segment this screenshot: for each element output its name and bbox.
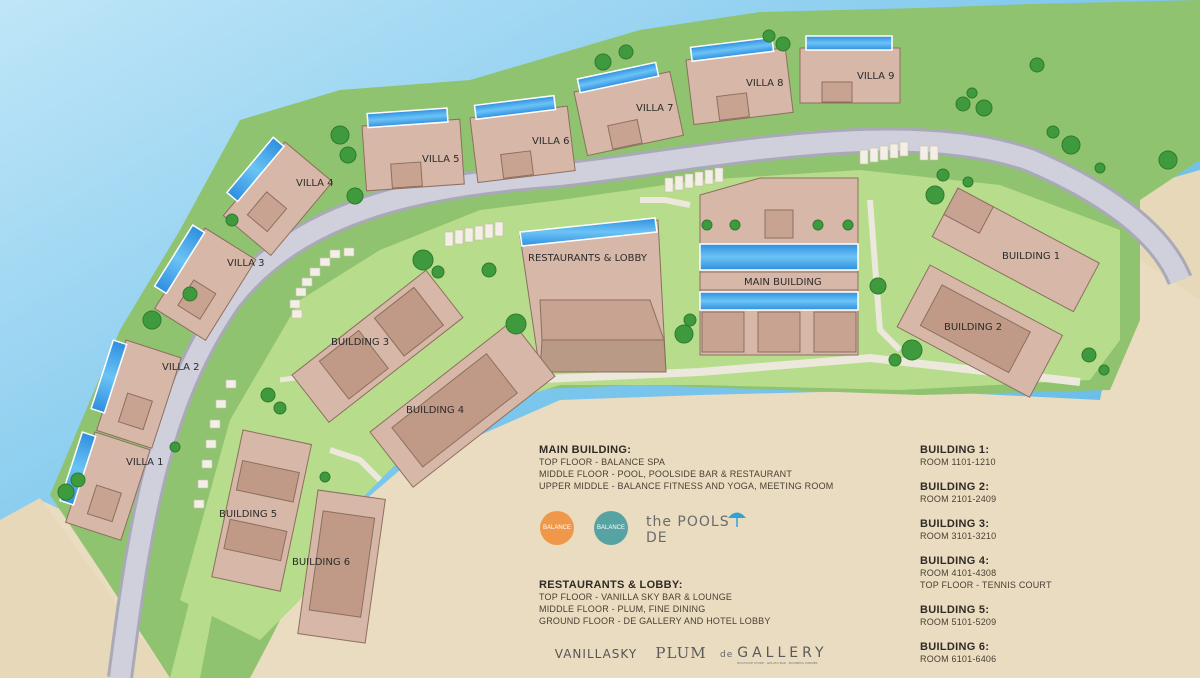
main-building-info: MAIN BUILDING: TOP FLOOR - BALANCE SPA M… [539, 444, 859, 492]
balance-fitness-logo: BALANCE [594, 511, 628, 545]
plum-logo-text: PLUM [655, 644, 707, 662]
building-4-info-title: BUILDING 4: [920, 555, 990, 567]
building-5-info: BUILDING 5: ROOM 5101-5209 [920, 604, 1120, 628]
building-1-info-rooms: ROOM 1101-1210 [920, 457, 996, 467]
villa-2-label: VILLA 2 [162, 362, 200, 373]
building-4-info: BUILDING 4: ROOM 4101-4308 TOP FLOOR - T… [920, 555, 1120, 591]
building-2[interactable] [896, 264, 1064, 398]
building-6-info-rooms: ROOM 6101-6406 [920, 654, 997, 664]
building-5-label: BUILDING 5 [219, 509, 277, 520]
villa-1-label: VILLA 1 [126, 457, 164, 468]
restaurants-lobby-label: RESTAURANTS & LOBBY [528, 253, 648, 264]
main-building-info-title: MAIN BUILDING: [539, 444, 632, 456]
building-2-info-title: BUILDING 2: [920, 481, 990, 493]
building-4-info-extra: TOP FLOOR - TENNIS COURT [920, 580, 1052, 590]
building-6-label: BUILDING 6 [292, 557, 350, 568]
villa-6-label: VILLA 6 [532, 136, 570, 147]
building-3-label: BUILDING 3 [331, 337, 389, 348]
building-3-info: BUILDING 3: ROOM 3101-3210 [920, 518, 1120, 542]
villa-9-label: VILLA 9 [857, 71, 895, 82]
poolside-logo: the POOLS DE [646, 514, 756, 546]
main-building-info-line: MIDDLE FLOOR - POOL, POOLSIDE BAR & REST… [539, 469, 793, 479]
villa-3-label: VILLA 3 [227, 258, 265, 269]
villa-7-label: VILLA 7 [636, 103, 674, 114]
building-3[interactable] [291, 269, 464, 423]
walkway [867, 199, 903, 353]
building-6[interactable] [297, 489, 386, 644]
main-building-info-line: TOP FLOOR - BALANCE SPA [539, 457, 666, 467]
de-gallery-logo-text: GALLERY [737, 645, 828, 661]
villa-6[interactable] [469, 94, 576, 184]
building-3-info-title: BUILDING 3: [920, 518, 990, 530]
building-2-info: BUILDING 2: ROOM 2101-2409 [920, 481, 1120, 505]
vanilla-sky-logo-text: VANILLASKY [554, 647, 638, 661]
building-6-info-title: BUILDING 6: [920, 641, 990, 653]
villa-4[interactable] [214, 134, 334, 257]
villa-5-label: VILLA 5 [422, 154, 460, 165]
building-5-info-rooms: ROOM 5101-5209 [920, 617, 997, 627]
villa-2[interactable] [85, 336, 182, 449]
building-2-label: BUILDING 2 [944, 322, 1002, 333]
building-2-info-rooms: ROOM 2101-2409 [920, 494, 997, 504]
building-1-info-title: BUILDING 1: [920, 444, 990, 456]
restaurants-info-title: RESTAURANTS & LOBBY: [539, 579, 683, 591]
main-building[interactable] [699, 177, 859, 356]
plum-logo: PLUM [652, 642, 710, 664]
building-1-info: BUILDING 1: ROOM 1101-1210 [920, 444, 1120, 468]
villa-9[interactable] [799, 35, 901, 104]
main-building-info-line: UPPER MIDDLE - BALANCE FITNESS AND YOGA,… [539, 481, 834, 491]
building-5[interactable] [211, 429, 313, 592]
building-5-info-title: BUILDING 5: [920, 604, 990, 616]
villa-5[interactable] [361, 107, 465, 192]
villa-8-label: VILLA 8 [746, 78, 784, 89]
de-gallery-logo: de GALLERY BOUTIQUE STORE · GELATO BAR ·… [720, 640, 850, 670]
vanilla-sky-logo: VANILLASKY [546, 643, 646, 665]
building-6-info: BUILDING 6: ROOM 6101-6406 [920, 641, 1120, 665]
walkway [329, 447, 383, 483]
building-4[interactable] [369, 320, 556, 488]
main-building-label: MAIN BUILDING [744, 277, 822, 288]
balance-spa-logo-text: BALANCE [542, 525, 571, 531]
trees [57, 29, 1178, 501]
building-1[interactable] [931, 187, 1100, 313]
cabanas [193, 141, 939, 509]
walkway [519, 353, 1081, 386]
restaurants-info: RESTAURANTS & LOBBY: TOP FLOOR - VANILLA… [539, 579, 859, 627]
restaurants-info-line: TOP FLOOR - VANILLA SKY BAR & LOUNGE [539, 592, 733, 602]
villa-3[interactable] [144, 222, 257, 342]
de-gallery-prefix: de [720, 650, 734, 660]
villa-4-label: VILLA 4 [296, 178, 334, 189]
walkway [640, 197, 691, 208]
villa-8[interactable] [685, 36, 794, 126]
building-1-label: BUILDING 1 [1002, 251, 1060, 262]
buildings-info: BUILDING 1: ROOM 1101-1210 BUILDING 2: R… [920, 444, 1120, 678]
building-4-info-rooms: ROOM 4101-4308 [920, 568, 997, 578]
restaurants-info-line: MIDDLE FLOOR - PLUM, FINE DINING [539, 604, 706, 614]
building-4-label: BUILDING 4 [406, 405, 464, 416]
building-3-info-rooms: ROOM 3101-3210 [920, 531, 997, 541]
restaurants-lobby[interactable] [519, 217, 667, 373]
balance-spa-logo: BALANCE [540, 511, 574, 545]
poolside-logo-text: the POOLS DE [646, 514, 730, 546]
restaurants-info-line: GROUND FLOOR - DE GALLERY AND HOTEL LOBB… [539, 616, 771, 626]
balance-fitness-logo-text: BALANCE [596, 525, 625, 531]
villa-7[interactable] [572, 60, 684, 157]
umbrella-icon [728, 512, 746, 527]
de-gallery-wordmark: GALLERY BOUTIQUE STORE · GELATO BAR · BU… [737, 645, 827, 665]
de-gallery-sub: BOUTIQUE STORE · GELATO BAR · BUSINESS C… [737, 661, 818, 665]
main-road-surface [110, 130, 1190, 678]
